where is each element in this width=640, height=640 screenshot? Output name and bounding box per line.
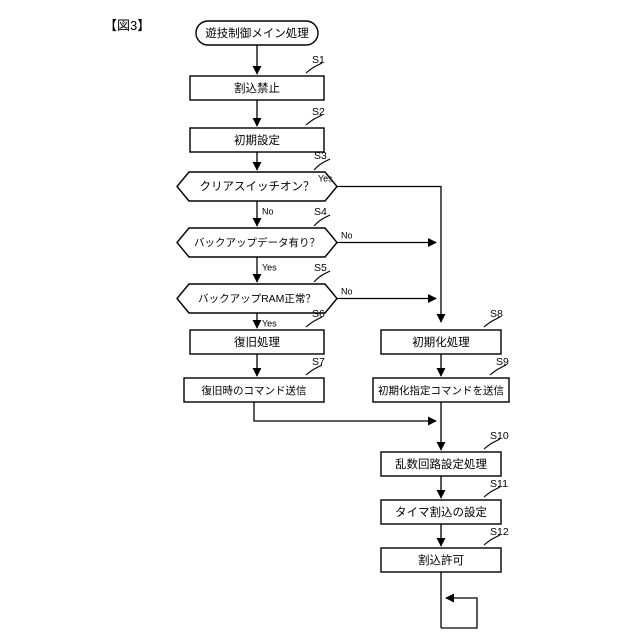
node-s12[interactable]: 割込許可 (380, 547, 502, 573)
node-s1-label: 割込禁止 (234, 81, 280, 95)
edge-loop-back (441, 593, 478, 629)
step-label-s1: S1 (312, 54, 325, 66)
node-s3[interactable]: クリアスイッチオン？ (176, 171, 338, 202)
leader-s12 (483, 534, 501, 546)
node-s2[interactable]: 初期設定 (189, 127, 325, 153)
leader-s9 (489, 364, 507, 376)
node-s10[interactable]: 乱数回路設定処理 (380, 451, 502, 477)
step-label-s11: S11 (490, 478, 508, 490)
node-s12-label: 割込許可 (418, 553, 464, 567)
step-label-s9: S9 (496, 356, 509, 368)
leader-s6 (305, 316, 323, 328)
node-s11-label: タイマ割込の設定 (395, 505, 487, 519)
leader-s3 (313, 158, 331, 171)
leader-s5 (313, 270, 331, 283)
node-s11[interactable]: タイマ割込の設定 (380, 499, 502, 525)
leader-s4 (313, 214, 331, 227)
branch-label-s5-no: No (341, 286, 353, 296)
leader-s11 (483, 486, 501, 498)
node-s8[interactable]: 初期化処理 (380, 329, 502, 355)
step-label-s6: S6 (312, 308, 325, 320)
branch-label-s4-yes: Yes (262, 262, 277, 272)
edge-s7-to-rail (253, 402, 437, 426)
branch-label-s3-no: No (262, 206, 274, 216)
branch-label-s5-yes: Yes (262, 318, 277, 328)
step-label-s3: S3 (314, 150, 327, 162)
step-label-s8: S8 (490, 308, 503, 320)
node-start[interactable]: 遊技制御メイン処理 (195, 20, 319, 46)
leader-s7 (305, 364, 323, 376)
branch-label-s4-no: No (341, 230, 353, 240)
node-s6[interactable]: 復旧処理 (189, 329, 325, 355)
node-start-label: 遊技制御メイン処理 (205, 26, 309, 40)
node-s4[interactable]: バックアップデータ有り？ (176, 227, 338, 258)
leader-s8 (483, 316, 501, 328)
figure-number-label: 【図3】 (104, 18, 151, 33)
leader-s10 (483, 438, 501, 450)
node-s9-label: 初期化指定コマンドを送信 (378, 384, 504, 397)
step-label-s7: S7 (312, 356, 325, 368)
node-s4-label: バックアップデータ有り？ (194, 236, 320, 249)
node-s10-label: 乱数回路設定処理 (395, 457, 487, 471)
step-label-s10: S10 (490, 430, 509, 442)
leader-s1 (305, 62, 323, 74)
leader-s2 (305, 114, 323, 126)
node-s6-label: 復旧処理 (234, 335, 280, 349)
node-s7-label: 復旧時のコマンド送信 (202, 384, 307, 397)
step-label-s5: S5 (314, 262, 327, 274)
branch-label-s3-yes: Yes (318, 173, 333, 183)
node-s5[interactable]: バックアップRAM正常？ (176, 283, 338, 314)
node-s9[interactable]: 初期化指定コマンドを送信 (372, 377, 510, 403)
node-s1[interactable]: 割込禁止 (189, 75, 325, 101)
step-label-s2: S2 (312, 106, 325, 118)
node-s3-label: クリアスイッチオン？ (200, 180, 315, 193)
node-s5-label: バックアップRAM正常？ (198, 292, 316, 305)
edge-s3-yes-to-s8 (337, 185, 446, 323)
step-label-s4: S4 (314, 206, 327, 218)
node-s2-label: 初期設定 (234, 133, 280, 147)
node-s7[interactable]: 復旧時のコマンド送信 (183, 377, 325, 403)
node-s8-label: 初期化処理 (412, 335, 470, 349)
step-label-s12: S12 (490, 526, 509, 538)
